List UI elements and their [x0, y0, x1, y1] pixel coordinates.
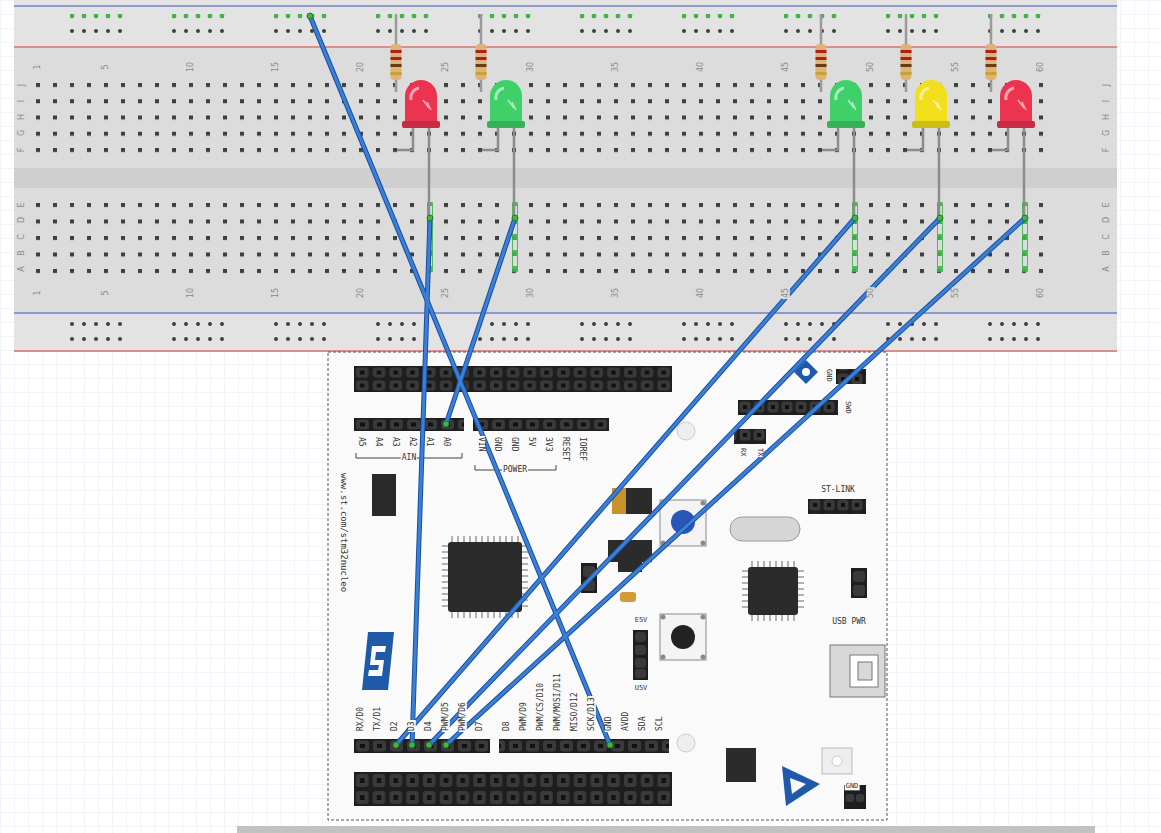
row-letter: H	[18, 113, 26, 121]
row-letter: I	[18, 99, 26, 103]
row-letter: D	[18, 216, 26, 224]
pin-name: SCL	[656, 716, 664, 732]
pin-name: GND	[510, 436, 518, 452]
row-letter: G	[18, 129, 26, 137]
row-letter: C	[18, 233, 26, 241]
pin-name: A0	[442, 436, 450, 448]
pin-name: PWM/D9	[520, 701, 528, 732]
pin-name: 3V3	[544, 436, 552, 452]
row-letter: D	[1103, 216, 1111, 224]
pin-name: MISO/D12	[571, 691, 579, 732]
pin-name: PWM/D6	[459, 701, 467, 732]
column-number: 25	[442, 287, 450, 299]
column-number: 35	[612, 287, 620, 299]
pin-name: RX/D0	[357, 706, 365, 732]
header-group-name: AIN	[401, 454, 417, 462]
row-letter: F	[18, 147, 26, 154]
column-number: 1	[34, 63, 42, 70]
pin-name: A4	[374, 436, 382, 448]
pin-name: PWM/MOSI/D11	[554, 672, 562, 732]
row-letter: A	[1103, 265, 1111, 272]
column-number: 20	[357, 61, 365, 73]
column-number: 55	[952, 61, 960, 73]
column-number: 30	[527, 61, 535, 73]
row-letter: C	[1103, 233, 1111, 241]
row-letter: J	[1103, 83, 1111, 87]
column-number: 35	[612, 61, 620, 73]
row-letter: B	[1103, 249, 1111, 257]
column-number: 45	[782, 61, 790, 73]
pin-name: D3	[408, 720, 416, 732]
pin-name: SCK/D13	[588, 696, 596, 732]
column-number: 50	[867, 61, 875, 73]
row-letter: J	[18, 83, 26, 87]
pin-name: D2	[391, 720, 399, 732]
column-number: 10	[187, 61, 195, 73]
jumper-name: U5V	[634, 685, 649, 692]
pin-name: D4	[425, 720, 433, 732]
pin-name: A5	[357, 436, 365, 448]
column-number: 60	[1037, 287, 1045, 299]
pin-name: GND	[493, 436, 501, 452]
header-name: ST-LINK	[820, 486, 856, 494]
row-letter: E	[18, 201, 26, 208]
pin-name: GND	[824, 368, 831, 383]
board-url: www.st.com/stm32nucleo	[338, 472, 347, 593]
pin-name: AVDD	[622, 711, 630, 732]
pin-name: TX/D1	[374, 706, 382, 732]
column-number: 50	[867, 287, 875, 299]
column-number: 5	[102, 289, 110, 296]
column-number: 55	[952, 287, 960, 299]
pin-name: D7	[476, 720, 484, 732]
column-number: 45	[782, 287, 790, 299]
pin-name: D8	[503, 720, 511, 732]
column-number: 15	[272, 61, 280, 73]
pin-name: PWM/D5	[442, 701, 450, 732]
row-letter: F	[1103, 147, 1111, 154]
pin-name: A1	[425, 436, 433, 448]
column-number: 5	[102, 63, 110, 70]
column-number: 40	[697, 287, 705, 299]
header-name: SWD	[843, 400, 850, 415]
row-letter: G	[1103, 129, 1111, 137]
pin-name: RX	[738, 447, 745, 457]
column-number: 20	[357, 287, 365, 299]
connector-name: USB PWR	[831, 618, 867, 626]
column-number: 1	[34, 289, 42, 296]
row-letter: I	[1103, 99, 1111, 103]
column-number: 10	[187, 287, 195, 299]
header-group-name: POWER	[502, 466, 528, 474]
column-number: 40	[697, 61, 705, 73]
pin-name: PWM/CS/D10	[537, 682, 545, 732]
pin-name: TX	[755, 447, 762, 457]
pin-name: 5V	[527, 436, 535, 448]
pin-name: GND	[605, 716, 613, 732]
pin-name: IOREF	[578, 436, 586, 462]
row-letter: E	[1103, 201, 1111, 208]
column-number: 60	[1037, 61, 1045, 73]
pin-name: RESET	[561, 436, 569, 462]
jumper-name: E5V	[634, 617, 649, 624]
pin-name: GND	[845, 783, 860, 790]
row-letter: B	[18, 249, 26, 257]
pin-name: VIN	[477, 436, 485, 452]
pin-name: A2	[408, 436, 416, 448]
pin-name: A3	[391, 436, 399, 448]
row-letter: A	[18, 265, 26, 272]
row-letter: H	[1103, 113, 1111, 121]
column-number: 15	[272, 287, 280, 299]
column-number: 30	[527, 287, 535, 299]
column-number: 25	[442, 61, 450, 73]
pin-name: SDA	[639, 716, 647, 732]
